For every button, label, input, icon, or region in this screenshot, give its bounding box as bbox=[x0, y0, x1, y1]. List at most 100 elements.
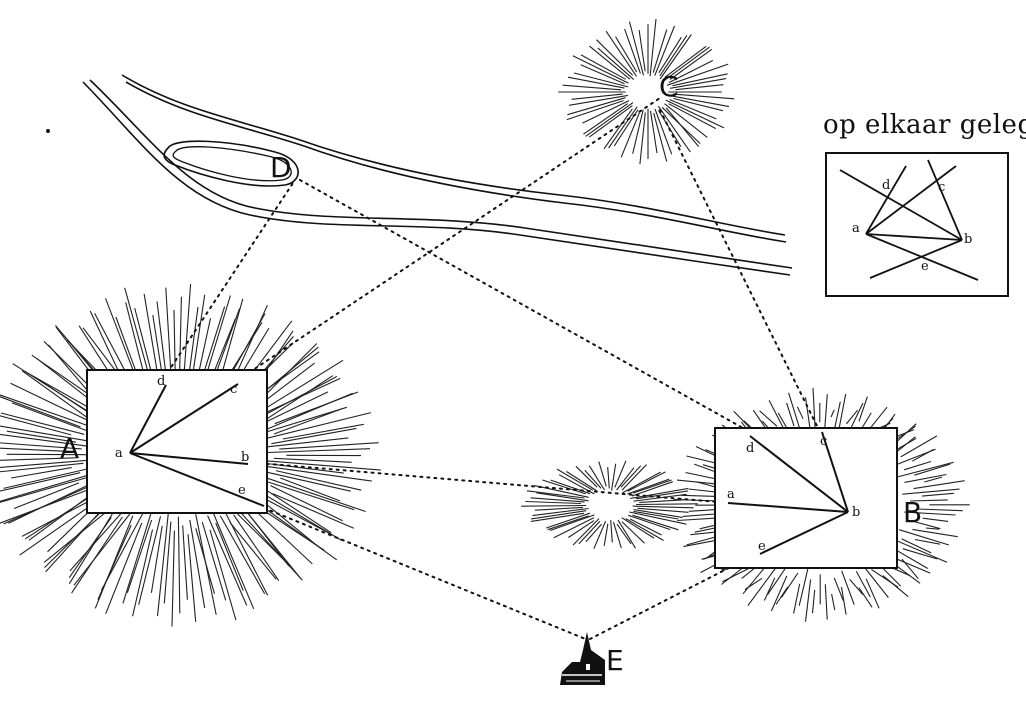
hill-hachure bbox=[3, 467, 92, 489]
hill-hachure bbox=[593, 520, 607, 549]
hill-hachure bbox=[259, 437, 349, 449]
hill-hachure bbox=[0, 396, 81, 428]
hill-hachure bbox=[620, 112, 640, 158]
hill-hachure bbox=[621, 521, 645, 544]
hill-hachure bbox=[628, 514, 671, 531]
hill-hachure bbox=[549, 514, 595, 532]
board-B-frame bbox=[714, 427, 898, 569]
hill-hachure bbox=[834, 401, 841, 428]
hill-hachure bbox=[865, 578, 880, 609]
hill-hachure bbox=[0, 415, 72, 436]
hill-hachure bbox=[786, 402, 795, 427]
point-B-label: B bbox=[903, 496, 922, 529]
hill-hachure bbox=[105, 522, 143, 614]
hill-hachure bbox=[530, 497, 585, 503]
hill-hachure bbox=[823, 394, 828, 433]
hill-hachure bbox=[279, 442, 379, 450]
hill-hachure bbox=[219, 515, 266, 595]
hill-hachure bbox=[621, 464, 647, 491]
hill-hachure bbox=[624, 28, 641, 74]
hill-hachure bbox=[611, 463, 617, 491]
hill-hachure bbox=[632, 109, 644, 154]
hill-hachure bbox=[270, 485, 343, 522]
hill-hachure bbox=[635, 490, 689, 500]
hill-hachure bbox=[669, 48, 713, 80]
hill-hachure bbox=[264, 375, 334, 421]
hill-hachure bbox=[824, 584, 828, 620]
hill-hachure bbox=[910, 499, 948, 502]
hill-hachure bbox=[898, 529, 950, 546]
hill-hachure bbox=[912, 528, 958, 538]
inset-label-e: e bbox=[921, 259, 929, 274]
hill-hachure bbox=[282, 423, 364, 440]
hill-hachure bbox=[798, 568, 809, 606]
hill-hachure bbox=[793, 583, 801, 614]
hill-hachure bbox=[0, 425, 89, 442]
hill-hachure bbox=[675, 84, 724, 91]
sight-lines bbox=[159, 97, 821, 641]
hill-hachure bbox=[272, 493, 355, 529]
hill-hachure bbox=[902, 488, 960, 495]
hill-hachure bbox=[770, 575, 788, 612]
hill-hachure bbox=[171, 530, 175, 627]
hill-hachure bbox=[273, 457, 352, 463]
hill-hachure bbox=[605, 30, 637, 77]
board-B-label-a: a bbox=[727, 487, 735, 502]
hill-hachure bbox=[163, 521, 172, 604]
hill-hachure bbox=[914, 463, 951, 476]
hill-hachure bbox=[546, 512, 591, 529]
hill-hachure bbox=[924, 476, 943, 483]
hill-hachure bbox=[617, 519, 636, 549]
hill-hachure bbox=[653, 112, 668, 162]
hill-hachure bbox=[578, 520, 601, 545]
hill-hachure bbox=[804, 579, 812, 622]
hill-hachure bbox=[264, 392, 353, 431]
hill-hachure bbox=[767, 564, 788, 596]
hill-hachure bbox=[573, 72, 629, 88]
hill-hachure bbox=[669, 95, 730, 108]
plane-table-A: a b c d e bbox=[86, 369, 268, 514]
hill-hachure bbox=[575, 465, 598, 488]
hill-hachure bbox=[621, 517, 655, 539]
hill-hachure bbox=[566, 100, 624, 121]
hill-hachure bbox=[262, 412, 372, 440]
hill-hachure bbox=[122, 510, 153, 604]
hill-hachure bbox=[658, 37, 682, 74]
hill-hachure bbox=[672, 73, 728, 87]
hill-hachure bbox=[132, 529, 154, 617]
hill-hachure bbox=[632, 505, 694, 509]
church-icon bbox=[560, 632, 605, 685]
hill-hachure bbox=[665, 99, 725, 129]
hill-hachure bbox=[211, 508, 255, 610]
hill-hachure bbox=[572, 55, 629, 84]
hill-hachure bbox=[630, 487, 689, 500]
hill-hachure bbox=[568, 520, 595, 538]
hill-hachure bbox=[742, 567, 766, 595]
hill-hachure bbox=[659, 34, 692, 80]
hill-hachure bbox=[649, 18, 657, 77]
hill-hachure bbox=[580, 64, 625, 85]
hill-hachure bbox=[0, 459, 96, 468]
board-A-label-a: a bbox=[115, 446, 123, 461]
point-C-label: C bbox=[659, 70, 679, 103]
hill-hachure bbox=[189, 519, 206, 609]
hill-hachure bbox=[0, 457, 76, 461]
inset-label-a: a bbox=[852, 221, 860, 236]
hill-hachure bbox=[260, 499, 319, 547]
hill-hachure bbox=[629, 518, 662, 536]
hill-hachure bbox=[47, 506, 95, 553]
inset-label-b: b bbox=[964, 232, 972, 247]
hill-hachure bbox=[588, 105, 633, 138]
hill-hachure bbox=[659, 34, 688, 77]
hill-hachure bbox=[187, 534, 197, 622]
hill-hachure bbox=[668, 60, 714, 84]
point-D-label: D bbox=[270, 151, 292, 184]
hill-hachure bbox=[553, 517, 595, 539]
hill-hachure bbox=[177, 516, 181, 614]
hill-hachure bbox=[608, 106, 638, 149]
hill-hachure bbox=[631, 481, 673, 497]
hill-hachure bbox=[11, 402, 98, 436]
hill-hachure bbox=[632, 479, 672, 494]
